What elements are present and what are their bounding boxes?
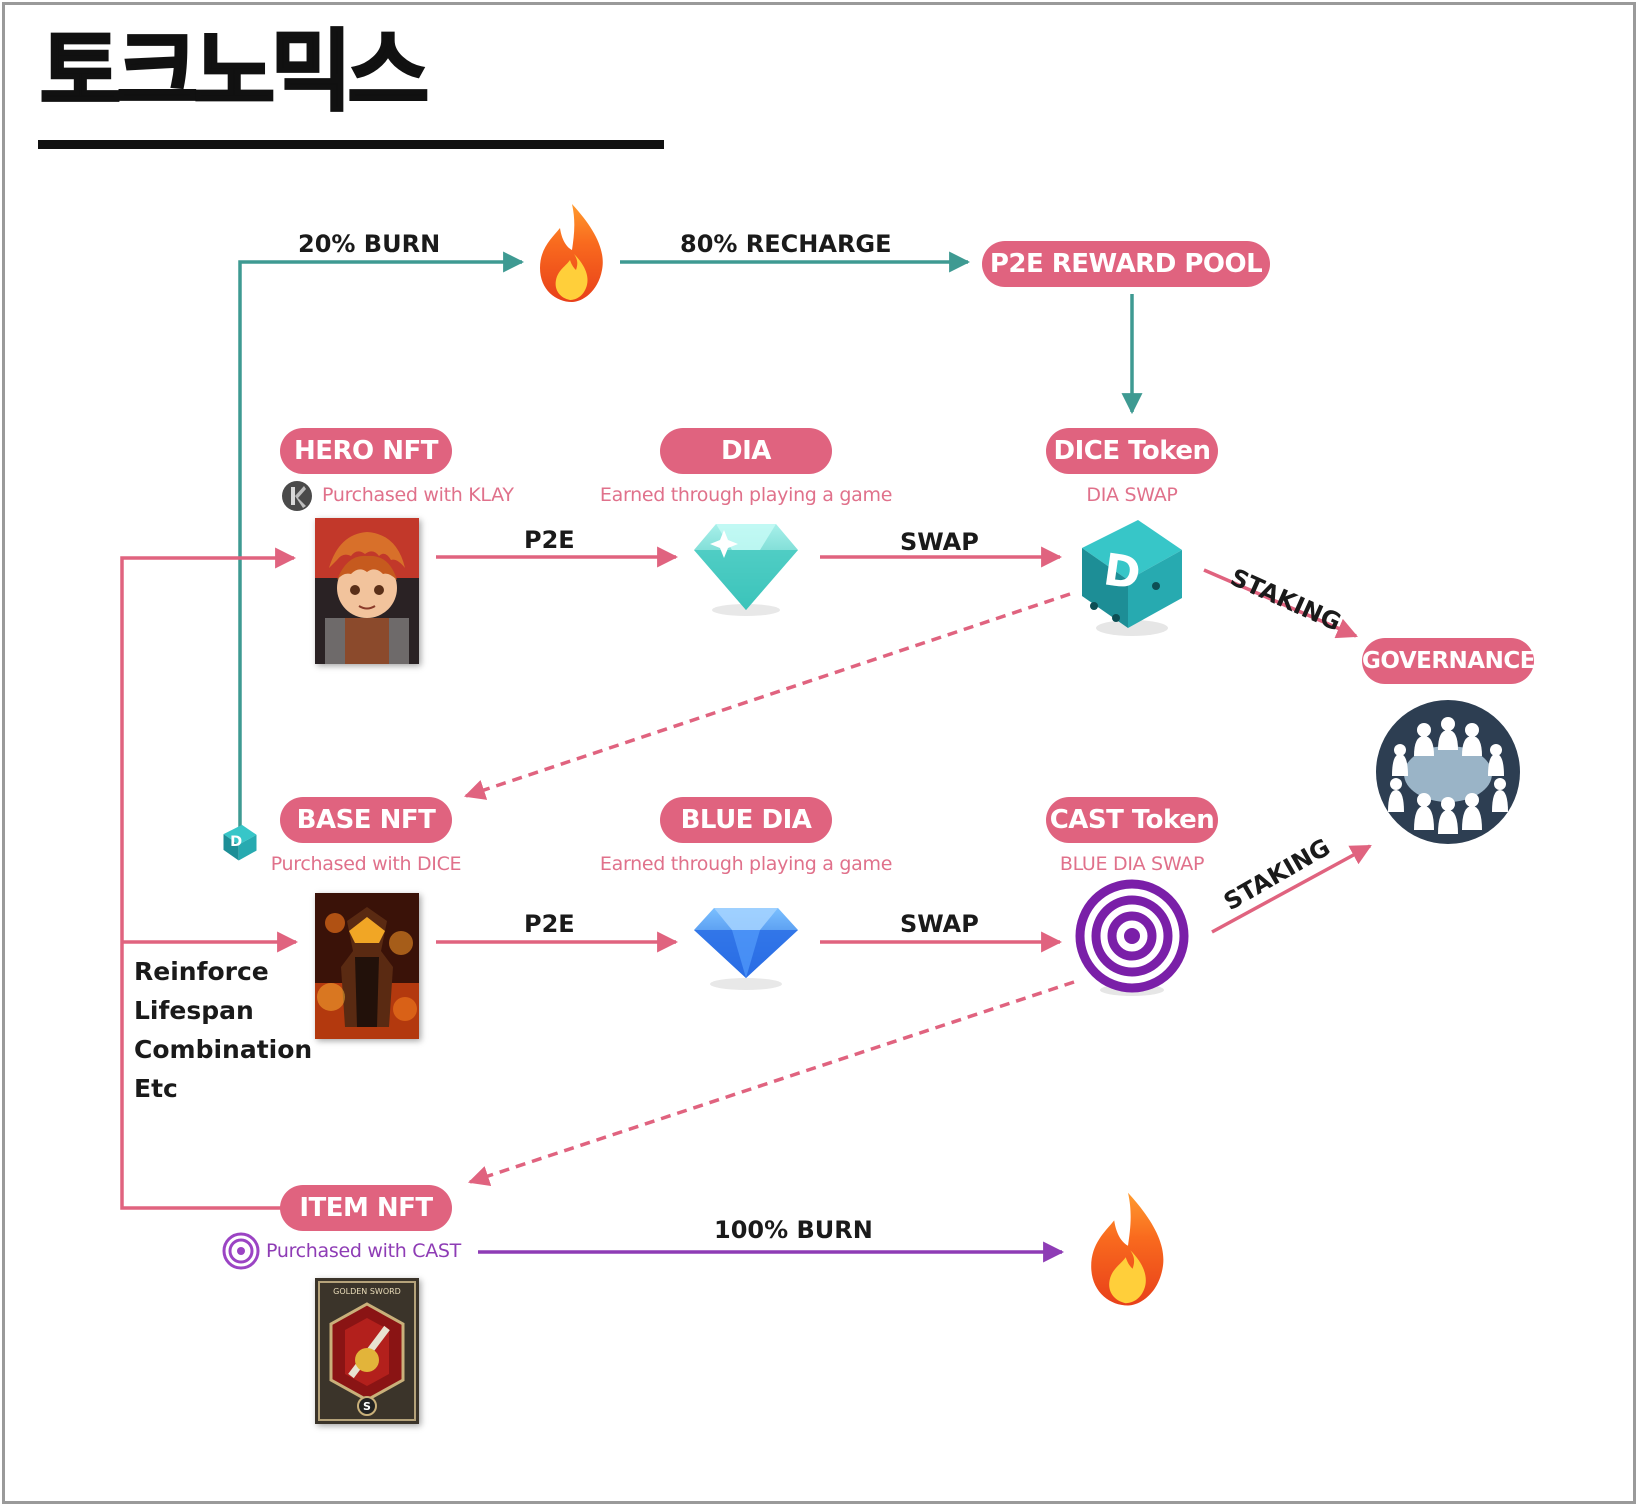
- cyan-diamond-icon: [694, 524, 798, 616]
- nft-uses-list: Reinforce Lifespan Combination Etc: [134, 952, 312, 1108]
- dice-letter: D: [1100, 544, 1143, 600]
- dice-icon: D: [223, 824, 257, 861]
- swap-label: SWAP: [900, 528, 979, 556]
- people-around-table-icon: [1376, 700, 1520, 844]
- hero-nft-card-image: [315, 518, 419, 664]
- base-nft-card-image: [315, 893, 419, 1039]
- base-nft-subtitle: Purchased with DICE: [270, 853, 462, 875]
- cast-token-pill: CAST Token: [1046, 797, 1218, 843]
- recharge-80-label: 80% RECHARGE: [680, 230, 892, 258]
- dia-pill: DIA: [660, 428, 832, 474]
- p2e-label: P2E: [524, 910, 575, 938]
- item-nft-pill: ITEM NFT: [280, 1185, 452, 1231]
- klay-coin-icon: [282, 481, 312, 511]
- p2e-label: P2E: [524, 526, 575, 554]
- burn-20-label: 20% BURN: [298, 230, 441, 258]
- hero-nft-pill: HERO NFT: [280, 428, 452, 474]
- dice-icon: D: [1082, 520, 1182, 636]
- use-item: Etc: [134, 1074, 178, 1103]
- pink-flow-lines: [120, 546, 1372, 1210]
- cast-coin-icon: [222, 1232, 260, 1270]
- dice-token-pill: DICE Token: [1046, 428, 1218, 474]
- fire-icon: [540, 204, 603, 302]
- card-grade: S: [363, 1400, 371, 1413]
- base-nft-pill: BASE NFT: [280, 797, 452, 843]
- use-item: Lifespan: [134, 996, 254, 1025]
- dice-token-subtitle: DIA SWAP: [1086, 484, 1178, 506]
- fire-icon: [1091, 1192, 1164, 1306]
- hero-nft-subtitle: Purchased with KLAY: [322, 484, 514, 506]
- blue-dia-subtitle: Earned through playing a game: [599, 853, 893, 875]
- title-underline: [38, 140, 664, 149]
- p2e-reward-pool-pill: P2E REWARD POOL: [982, 241, 1270, 287]
- item-nft-card-image: GOLDEN SWORD S: [315, 1278, 419, 1424]
- target-icon: [1075, 879, 1189, 996]
- card-caption: GOLDEN SWORD: [333, 1287, 401, 1296]
- use-item: Reinforce: [134, 957, 269, 986]
- burn-100-label: 100% BURN: [714, 1216, 873, 1244]
- blue-diamond-icon: [694, 908, 798, 990]
- page-title: 토크노믹스: [39, 20, 431, 123]
- cast-token-subtitle: BLUE DIA SWAP: [1059, 853, 1205, 875]
- swap-label: SWAP: [900, 910, 979, 938]
- teal-burn-loop: [238, 251, 1143, 828]
- governance-pill: GOVERNANCE: [1362, 638, 1535, 684]
- use-item: Combination: [134, 1035, 313, 1064]
- dice-letter: D: [230, 834, 242, 850]
- blue-dia-pill: BLUE DIA: [660, 797, 832, 843]
- dia-subtitle: Earned through playing a game: [599, 484, 893, 506]
- item-nft-subtitle: Purchased with CAST: [266, 1240, 461, 1262]
